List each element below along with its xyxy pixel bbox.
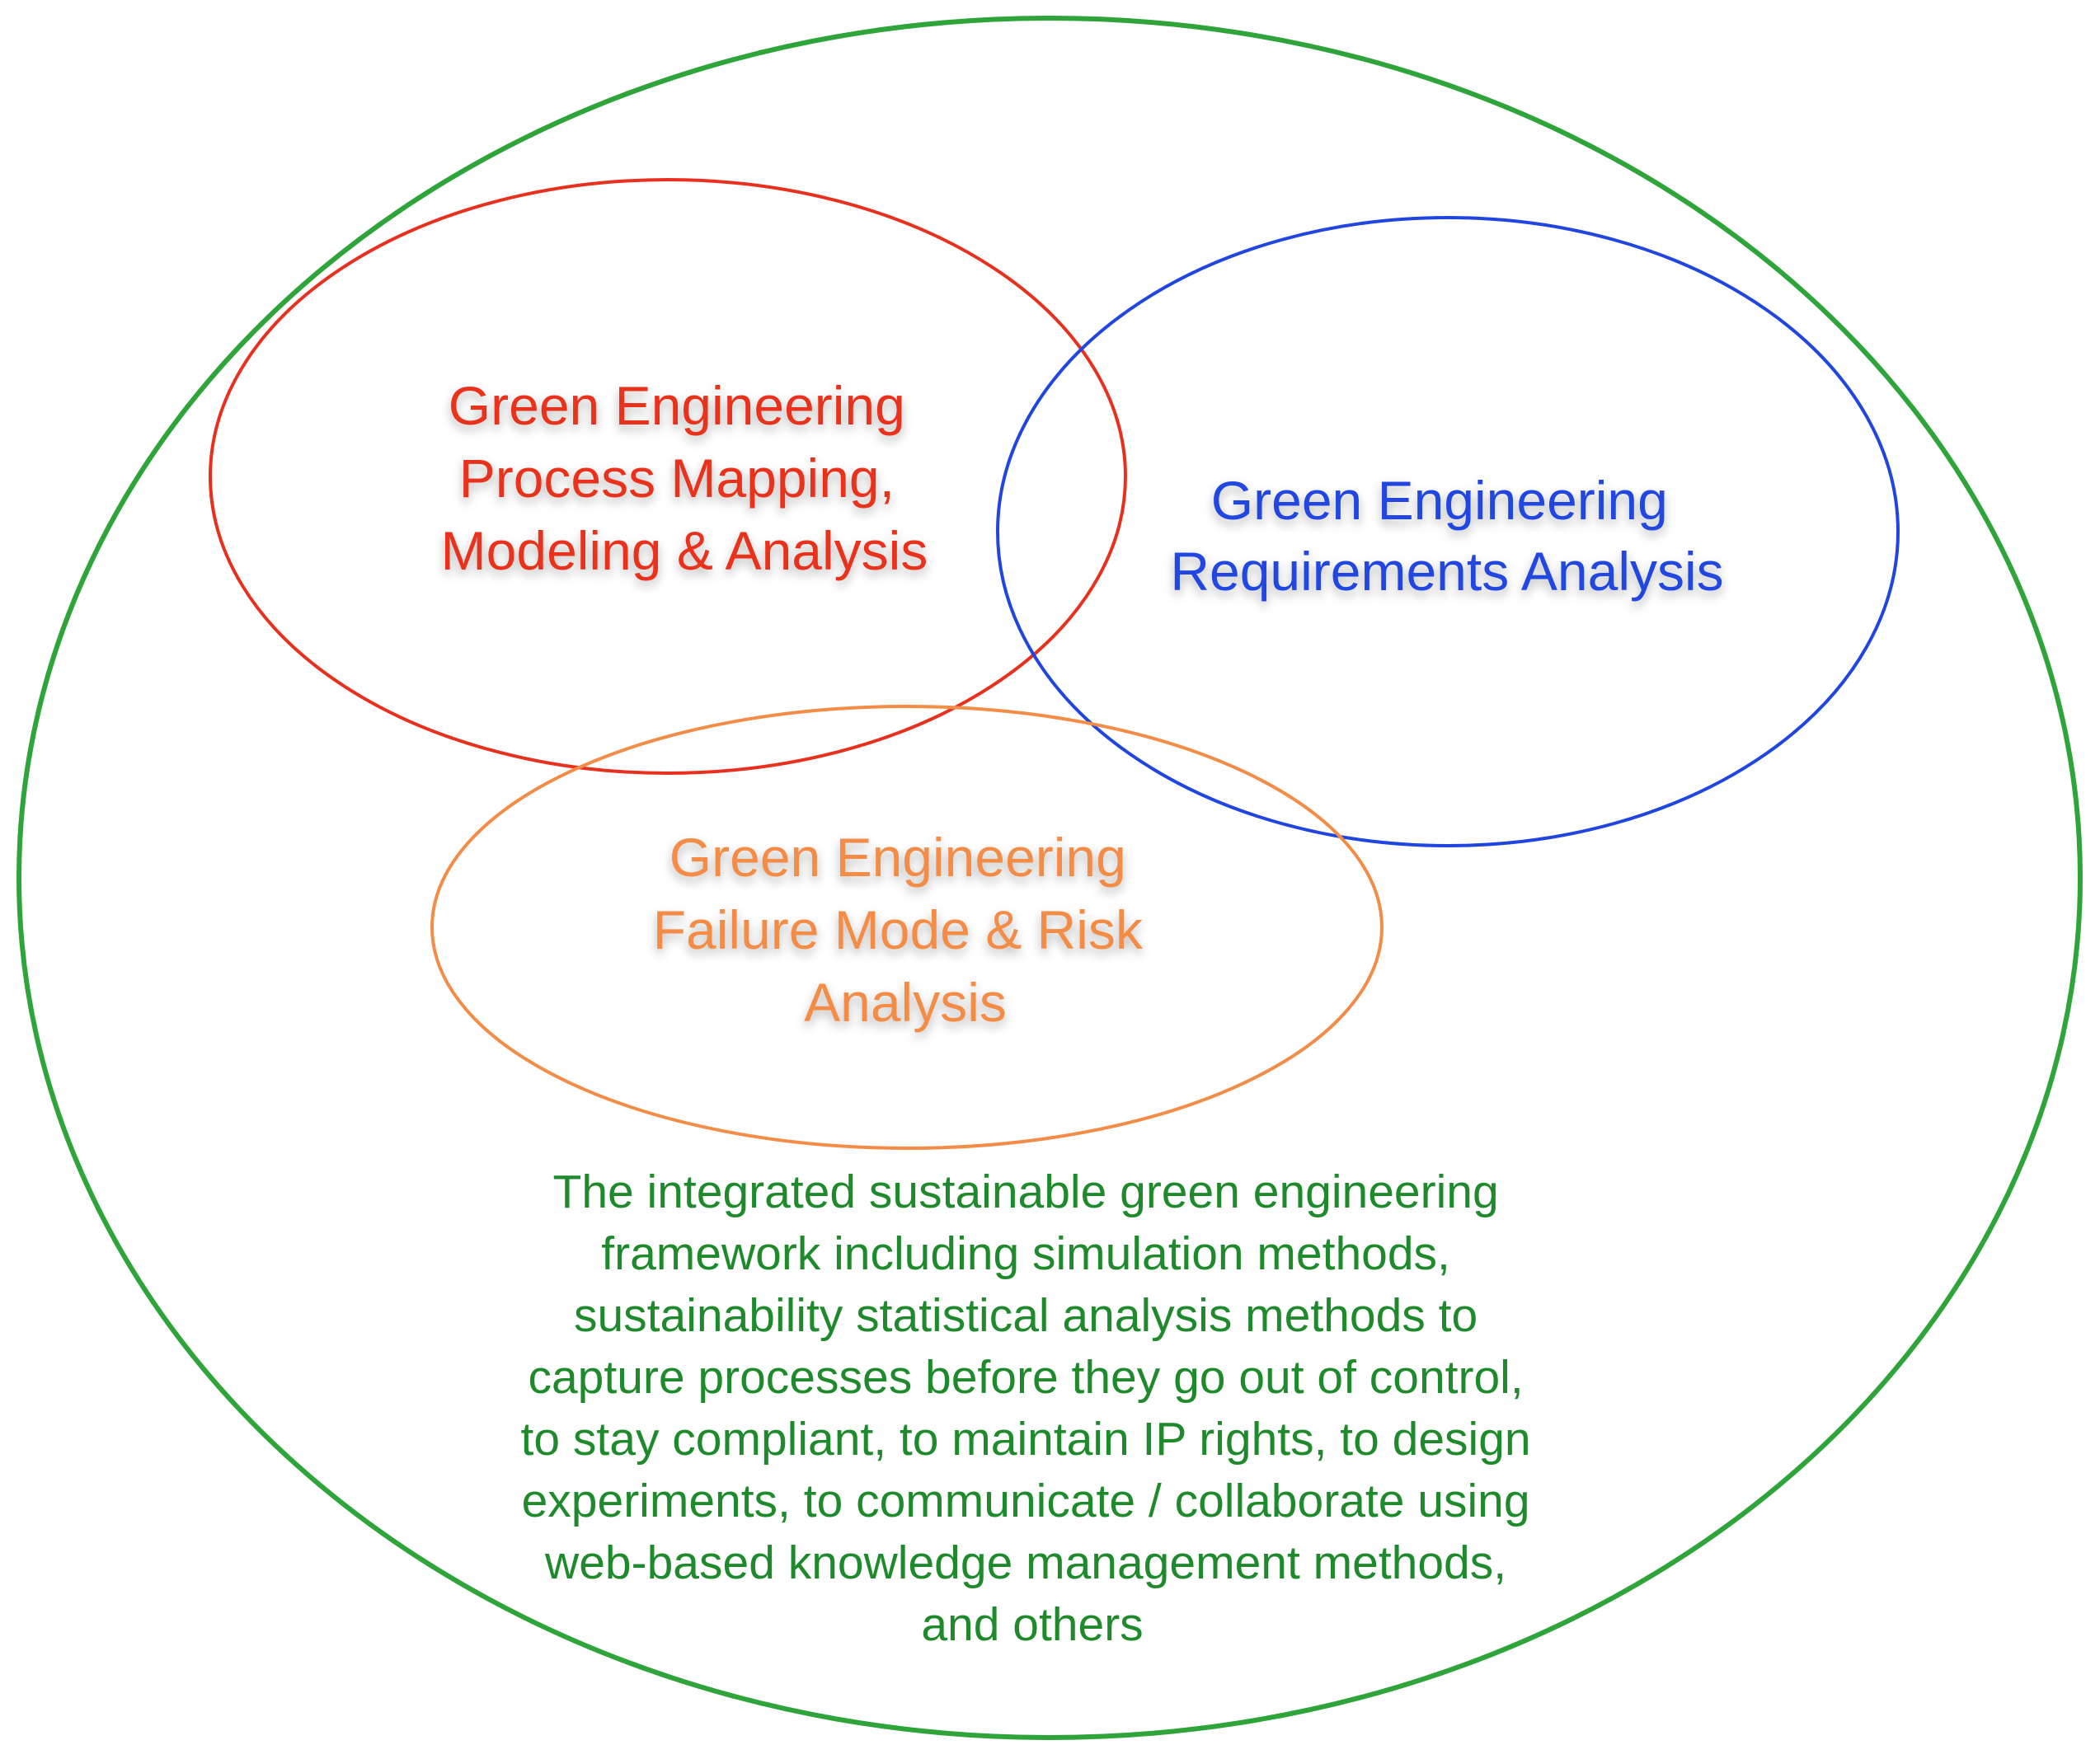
requirements-analysis-label-line: Green Engineering: [1211, 470, 1668, 531]
failure-mode-label-line: Analysis: [804, 972, 1007, 1033]
framework-description-line: The integrated sustainable green enginee…: [553, 1166, 1499, 1218]
process-mapping-label-line: Process Mapping,: [459, 448, 895, 509]
framework-description-line: and others: [921, 1598, 1143, 1651]
process-mapping-label: Green Engineering Process Mapping, Model…: [441, 375, 928, 581]
framework-description-line: web-based knowledge management methods,: [544, 1536, 1506, 1589]
process-mapping-label-line: Green Engineering: [449, 375, 905, 436]
failure-mode-ellipse: [430, 705, 1384, 1150]
framework-description: The integrated sustainable green enginee…: [521, 1166, 1544, 1651]
outer-framework-ellipse: [16, 16, 2083, 1740]
failure-mode-label-line: Failure Mode & Risk: [653, 899, 1144, 960]
requirements-analysis-label: Green Engineering Requirements Analysis: [1170, 470, 1723, 602]
failure-mode-label-line: Green Engineering: [669, 827, 1126, 888]
process-mapping-ellipse: [209, 178, 1127, 775]
framework-description-line: framework including simulation methods,: [601, 1227, 1450, 1280]
requirements-analysis-ellipse: [996, 216, 1900, 847]
requirements-analysis-label-line: Requirements Analysis: [1170, 541, 1723, 602]
framework-description-line: experiments, to communicate / collaborat…: [522, 1475, 1530, 1527]
framework-description-line: to stay compliant, to maintain IP rights…: [521, 1413, 1531, 1466]
framework-description-line: capture processes before they go out of …: [528, 1351, 1523, 1404]
framework-description-line: sustainability statistical analysis meth…: [574, 1289, 1478, 1342]
failure-mode-label: Green Engineering Failure Mode & Risk An…: [653, 827, 1158, 1033]
process-mapping-label-line: Modeling & Analysis: [441, 520, 928, 581]
